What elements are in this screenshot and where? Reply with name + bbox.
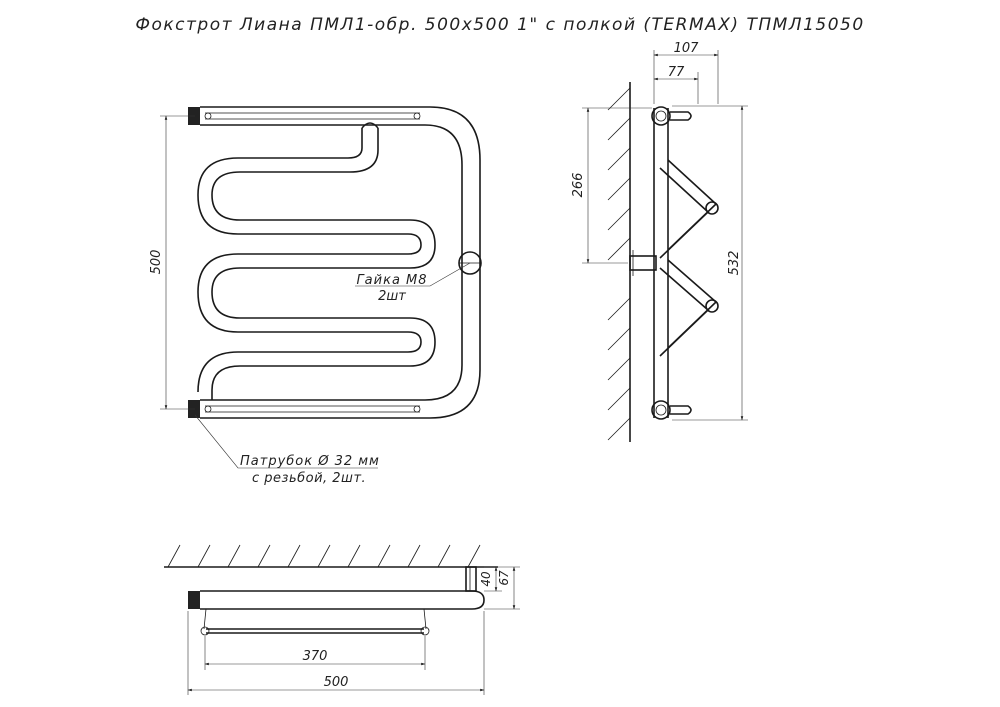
dim-40-label: 40 [479, 571, 493, 587]
pipe-qty: с резьбой, 2шт. [252, 471, 366, 486]
drawing-title: Фокстрот Лиана ПМЛ1-обр. 500х500 1" с по… [135, 15, 864, 35]
frame-inner [200, 124, 463, 401]
wall-hatching [607, 87, 631, 441]
top-view: 40 67 370 500 [164, 544, 520, 695]
pipe-label: Патрубок Ø 32 мм [240, 454, 380, 469]
serpentine-outer [211, 128, 436, 400]
top-shelf-bar [204, 112, 421, 120]
serpentine-inner [197, 128, 422, 393]
pipe-leader [194, 414, 378, 469]
side-zigzag-a [659, 159, 717, 213]
dim-107-label: 107 [674, 41, 700, 56]
nut-label: Гайка М8 [356, 273, 427, 288]
side-top-pipe [651, 106, 671, 126]
dim-77-label: 77 [668, 65, 685, 80]
front-view: Гайка М8 2шт 500 Патрубок Ø 32 мм с резь… [149, 106, 482, 486]
frame-outer [200, 106, 481, 419]
serpentine-cap [361, 122, 379, 129]
dim-500-label: 500 [324, 675, 349, 690]
top-view-thread [188, 591, 200, 609]
dim-266-label: 266 [571, 173, 586, 198]
nut-qty: 2шт [378, 289, 406, 304]
top-view-pipe [200, 590, 485, 610]
side-bottom-pipe [651, 400, 671, 420]
top-wall-hatching [167, 544, 481, 568]
bottom-shelf-bar [204, 405, 421, 413]
wall-bracket [629, 255, 657, 271]
height-dim-label: 500 [149, 250, 164, 275]
nut-leader [355, 262, 471, 287]
dim-67-label: 67 [497, 570, 511, 586]
dim-532-label: 532 [727, 251, 742, 276]
side-view: 107 77 266 532 [571, 41, 748, 442]
dim-370-label: 370 [303, 649, 328, 664]
